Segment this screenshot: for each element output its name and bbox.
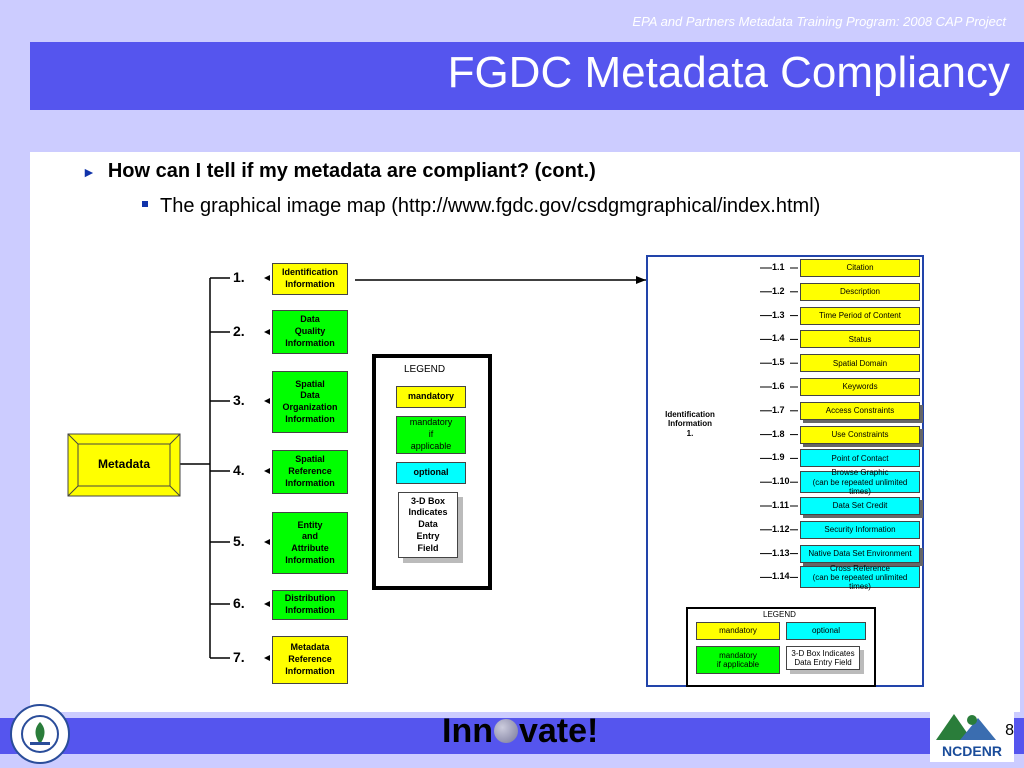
legend-left-mandatory: mandatory xyxy=(396,386,466,408)
item-box-7[interactable]: Access Constraints xyxy=(800,401,920,420)
item-number-11: 1.11 xyxy=(772,500,790,510)
section-identification[interactable]: Identification Information xyxy=(272,263,348,295)
globe-icon xyxy=(493,719,518,744)
item-box-5[interactable]: Spatial Domain xyxy=(800,354,920,373)
item-number-7: 1.7 xyxy=(772,404,785,415)
item-number-5: 1.5 xyxy=(772,357,785,368)
section-spatial-reference[interactable]: Spatial Reference Information xyxy=(272,450,348,494)
ncdenr-logo-icon: NCDENR xyxy=(930,706,1014,762)
title-bar xyxy=(30,42,1024,110)
legend-right-title: LEGEND xyxy=(763,610,796,619)
item-number-6: 1.6 xyxy=(772,381,785,391)
bullet-sub-text: The graphical image map (http://www.fgdc… xyxy=(160,195,821,217)
page-number: 8 xyxy=(1005,722,1014,739)
section-data-quality[interactable]: Data Quality Information xyxy=(272,310,348,354)
right-strip xyxy=(1020,152,1024,712)
legend-right-mandatory: mandatory xyxy=(696,622,780,640)
bullet-square-icon xyxy=(142,200,148,207)
item-box-14[interactable]: Cross Reference (can be repeated unlimit… xyxy=(800,564,920,591)
item-box-9[interactable]: Point of Contact xyxy=(800,449,920,468)
item-number-3: 1.3 xyxy=(772,309,785,320)
item-box-6[interactable]: Keywords xyxy=(800,378,920,396)
item-box-12[interactable]: Security Information xyxy=(800,520,920,539)
innovate-logo: Inn vate! xyxy=(442,712,598,751)
item-box-2[interactable]: Description xyxy=(800,282,920,301)
item-number-13: 1.13 xyxy=(772,547,790,558)
section-number-4: 4. xyxy=(233,462,245,478)
ncdenr-logo-text: NCDENR xyxy=(942,743,1002,759)
item-box-1[interactable]: Citation xyxy=(800,259,920,277)
bullet-arrow-icon: ► xyxy=(82,163,96,180)
legend-left-3d-box: 3-D Box Indicates Data Entry Field xyxy=(398,492,458,558)
item-box-11[interactable]: Data Set Credit xyxy=(800,497,920,515)
identification-root-box[interactable]: Identification Information 1. xyxy=(665,410,715,438)
legend-left-optional: optional xyxy=(396,462,466,484)
slide-title: FGDC Metadata Compliancy xyxy=(447,48,1010,97)
section-metadata-reference[interactable]: Metadata Reference Information xyxy=(272,636,348,684)
section-spatial-data-organization[interactable]: Spatial Data Organization Information xyxy=(272,371,348,433)
item-number-12: 1.12 xyxy=(772,523,790,534)
metadata-root-box[interactable]: Metadata xyxy=(97,457,150,472)
item-number-9: 1.9 xyxy=(772,452,785,463)
bullet-main: ► How can I tell if my metadata are compl… xyxy=(82,160,596,183)
section-number-7: 7. xyxy=(233,649,245,665)
bullet-sub: The graphical image map (http://www.fgdc… xyxy=(142,195,820,218)
section-distribution[interactable]: Distribution Information xyxy=(272,590,348,620)
project-caption: EPA and Partners Metadata Training Progr… xyxy=(632,14,1006,29)
item-number-14: 1.14 xyxy=(772,571,790,582)
item-box-13[interactable]: Native Data Set Environment xyxy=(800,544,920,563)
item-box-4[interactable]: Status xyxy=(800,330,920,349)
item-box-8[interactable]: Use Constraints xyxy=(800,425,920,444)
legend-right-mandatory-if: mandatory if applicable xyxy=(696,646,780,674)
section-number-6: 6. xyxy=(233,595,245,611)
left-strip xyxy=(0,152,30,712)
section-entity-attribute[interactable]: Entity and Attribute Information xyxy=(272,512,348,574)
section-number-1: 1. xyxy=(233,269,245,285)
section-number-2: 2. xyxy=(233,323,245,339)
innovate-logo-left: Inn xyxy=(442,712,493,750)
legend-left-mandatory-if: mandatory if applicable xyxy=(396,416,466,454)
item-number-2: 1.2 xyxy=(772,285,785,296)
bullet-main-text: How can I tell if my metadata are compli… xyxy=(107,160,596,182)
legend-right-optional: optional xyxy=(786,622,866,640)
epa-seal-icon xyxy=(10,704,70,764)
section-number-3: 3. xyxy=(233,392,245,408)
legend-left-title: LEGEND xyxy=(404,364,446,375)
innovate-logo-right: vate! xyxy=(518,712,599,750)
item-box-10[interactable]: Browse Graphic (can be repeated unlimite… xyxy=(800,468,920,496)
item-number-10: 1.10 xyxy=(772,476,790,487)
section-number-5: 5. xyxy=(233,533,245,549)
item-number-4: 1.4 xyxy=(772,333,785,344)
item-number-8: 1.8 xyxy=(772,428,785,439)
legend-right-3d-box: 3-D Box Indicates Data Entry Field xyxy=(786,646,860,670)
item-number-1: 1.1 xyxy=(772,262,785,272)
item-box-3[interactable]: Time Period of Content xyxy=(800,306,920,325)
